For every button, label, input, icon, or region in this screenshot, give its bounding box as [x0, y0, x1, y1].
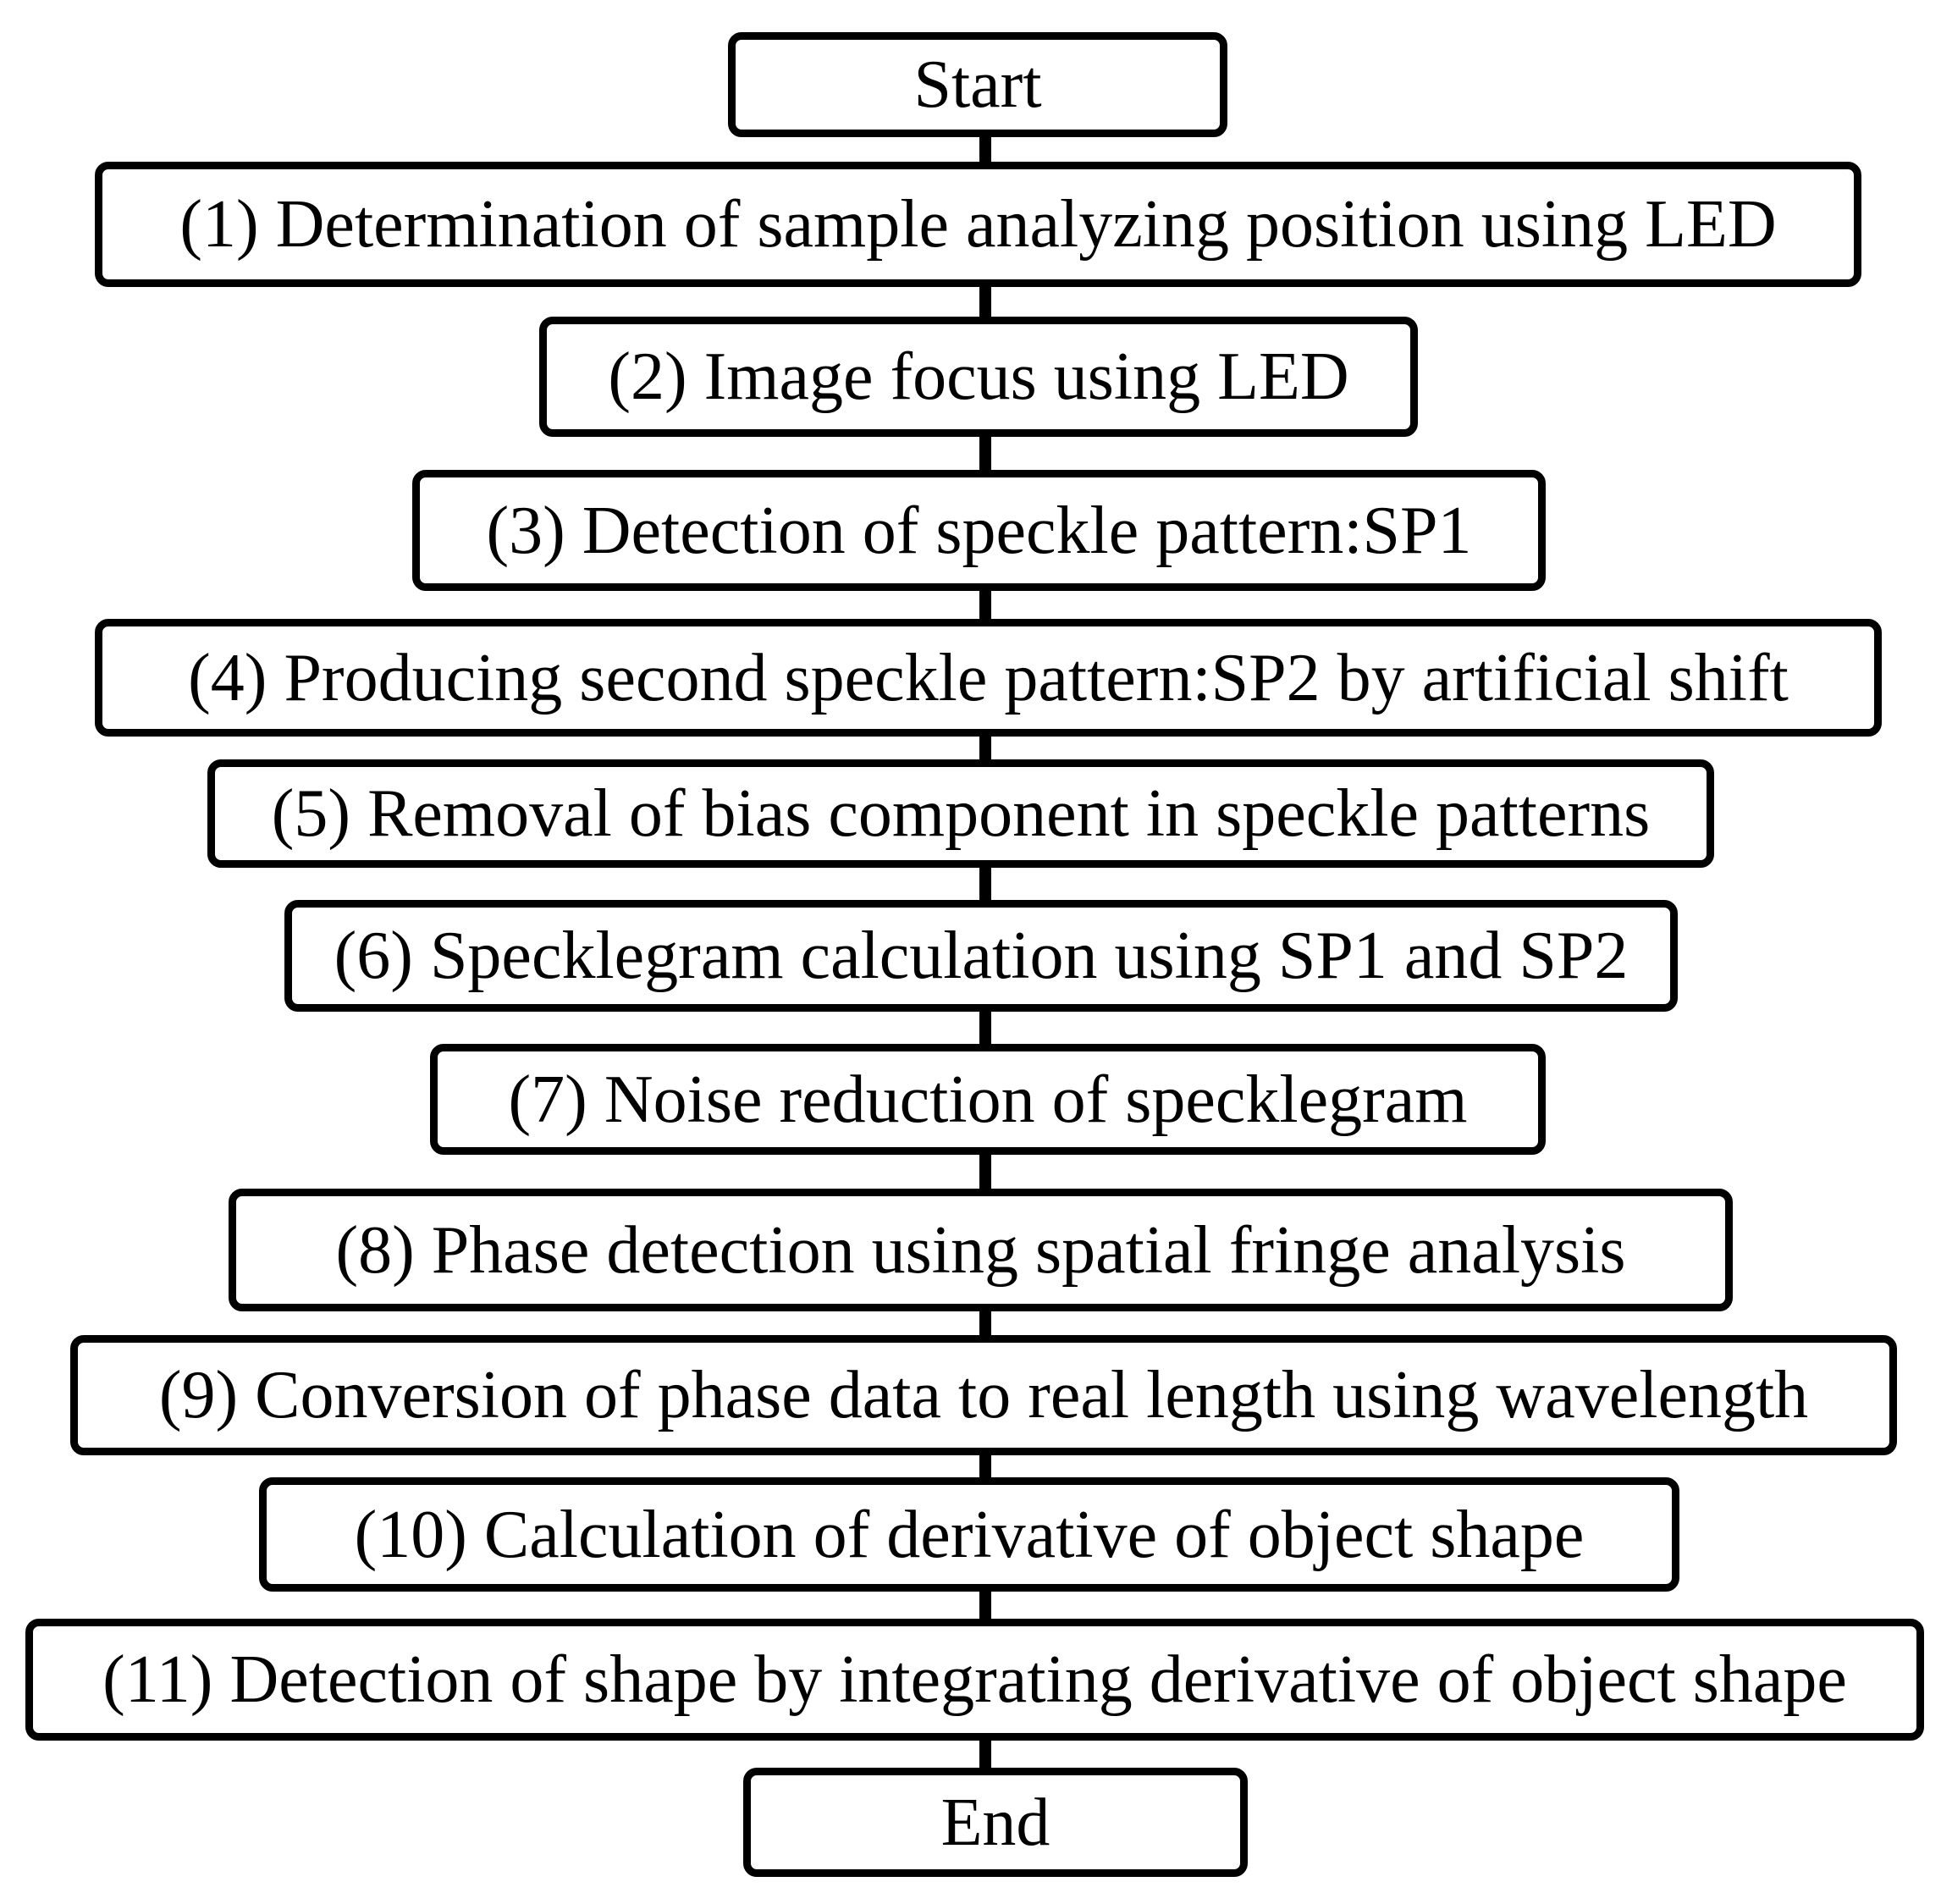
step-6-label: (6) Specklegram calculation using SP1 an…: [334, 919, 1629, 993]
step-7-box: (7) Noise reduction of specklegram: [430, 1044, 1546, 1155]
step-7-label: (7) Noise reduction of specklegram: [508, 1062, 1468, 1137]
step-8-box: (8) Phase detection using spatial fringe…: [229, 1189, 1733, 1311]
step-5-box: (5) Removal of bias component in speckle…: [207, 759, 1714, 868]
step-10-box: (10) Calculation of derivative of object…: [259, 1477, 1679, 1592]
start-label: Start: [913, 47, 1042, 122]
connector-4-5: [979, 733, 991, 763]
step-3-box: (3) Detection of speckle pattern:SP1: [412, 470, 1546, 591]
connector-9-10: [979, 1452, 991, 1481]
step-10-label: (10) Calculation of derivative of object…: [354, 1497, 1585, 1572]
connector-11-end: [979, 1737, 991, 1771]
connector-10-11: [979, 1588, 991, 1622]
connector-start-1: [979, 134, 991, 168]
step-2-label: (2) Image focus using LED: [608, 339, 1349, 414]
end-box: End: [743, 1768, 1248, 1877]
connector-8-9: [979, 1308, 991, 1338]
connector-3-4: [979, 588, 991, 622]
step-11-label: (11) Detection of shape by integrating d…: [102, 1642, 1847, 1717]
step-5-label: (5) Removal of bias component in speckle…: [271, 776, 1651, 851]
end-label: End: [940, 1785, 1050, 1860]
start-box: Start: [728, 32, 1227, 137]
connector-1-2: [979, 284, 991, 321]
step-8-label: (8) Phase detection using spatial fringe…: [335, 1212, 1626, 1288]
connector-6-7: [979, 1008, 991, 1047]
step-9-box: (9) Conversion of phase data to real len…: [70, 1335, 1897, 1455]
step-2-box: (2) Image focus using LED: [539, 317, 1418, 437]
step-1-box: (1) Determination of sample analyzing po…: [95, 162, 1861, 287]
step-1-label: (1) Determination of sample analyzing po…: [179, 187, 1777, 262]
connector-7-8: [979, 1151, 991, 1192]
step-11-box: (11) Detection of shape by integrating d…: [25, 1619, 1924, 1741]
step-4-label: (4) Producing second speckle pattern:SP2…: [188, 640, 1789, 715]
step-3-label: (3) Detection of speckle pattern:SP1: [486, 493, 1472, 568]
connector-5-6: [979, 864, 991, 903]
connector-2-3: [979, 433, 991, 473]
step-6-box: (6) Specklegram calculation using SP1 an…: [284, 900, 1678, 1012]
step-9-label: (9) Conversion of phase data to real len…: [158, 1358, 1809, 1432]
step-4-box: (4) Producing second speckle pattern:SP2…: [95, 619, 1882, 737]
